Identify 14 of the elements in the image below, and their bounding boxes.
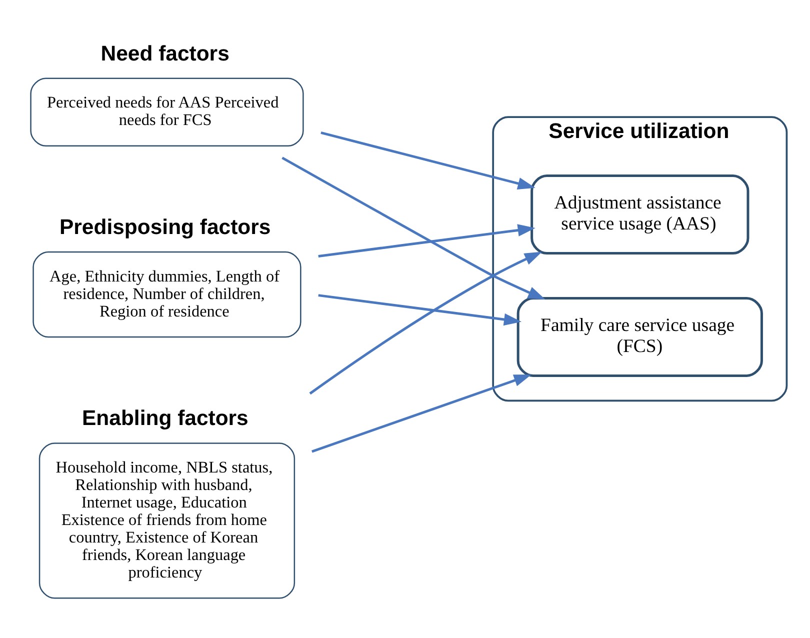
arrow [312,374,532,452]
arrow [318,294,522,326]
node-box: Adjustment assistance service usage (AAS) [530,174,750,254]
node-box: Perceived needs for AAS Perceived needs for FCS [30,77,304,146]
arrow [318,224,536,257]
node-label: Enabling factors [82,406,248,430]
node-label: Need factors [100,40,230,65]
arrow [320,130,536,189]
node-box: Age, Ethnicity dummies, Length of residence, Number of children, Region of residence [32,250,302,338]
arrow [282,156,546,300]
arrow [309,251,542,394]
node-label: Predisposing factors [60,214,271,239]
node-box: Family care service usage (FCS) [516,296,763,376]
node-box: Household income, NBLS status, Relationship with husband, Internet usage, Education Existence of friends from home country, Existence of Korean friends, Korean language proficiency [38,442,296,598]
